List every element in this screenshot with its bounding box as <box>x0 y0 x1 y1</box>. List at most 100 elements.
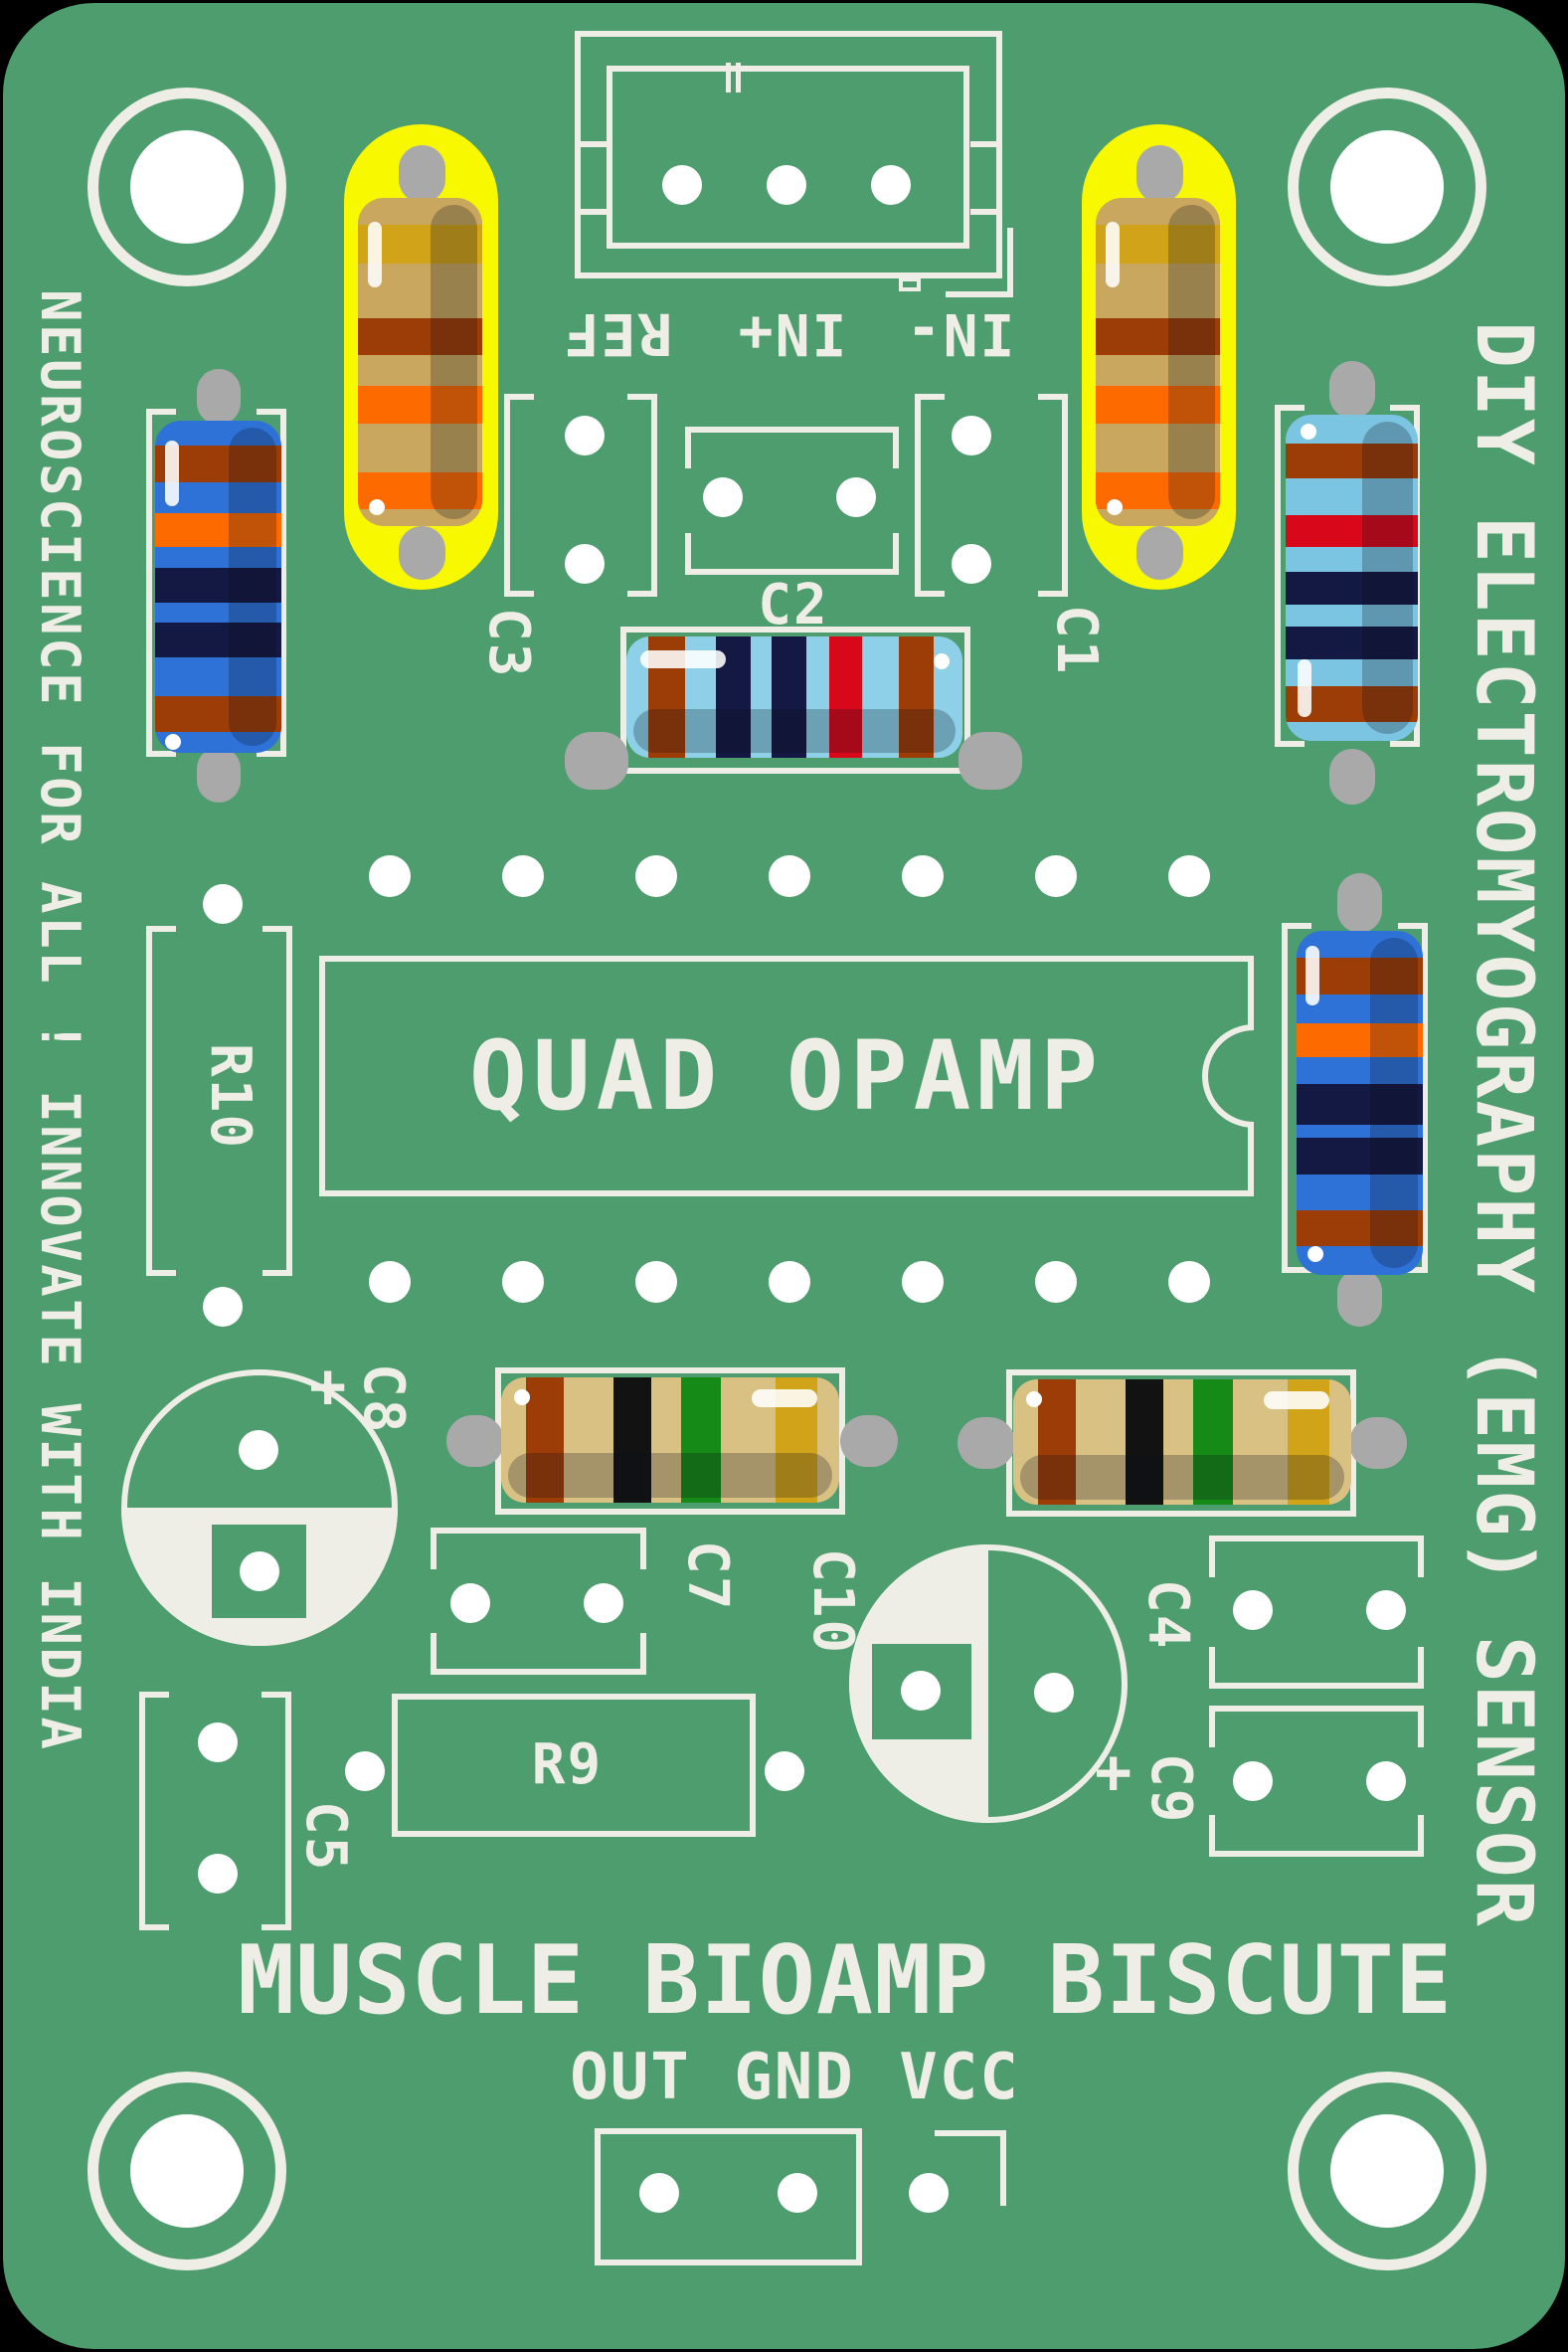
footprint-bracket-c2 <box>685 427 899 468</box>
resistor-lead <box>1349 1417 1407 1469</box>
footprint-bracket-r10 <box>146 926 176 1276</box>
pad-c7 <box>450 1583 490 1623</box>
pad-c1 <box>952 416 991 455</box>
mount-hole-ring-tl <box>87 88 286 286</box>
label-vcc: VCC <box>899 2041 1020 2114</box>
pad-r10 <box>203 884 243 924</box>
label-ref: REF <box>562 300 673 368</box>
ic-pin <box>635 1261 677 1303</box>
connector-mark <box>899 277 921 291</box>
pad-c10 <box>1034 1673 1074 1713</box>
label-in-plus: IN+ <box>736 300 847 368</box>
input-connector-outline-inner <box>607 66 969 249</box>
footprint-bracket-c7 <box>431 1528 646 1569</box>
footprint-bracket <box>146 409 176 757</box>
resistor-left-edge <box>155 421 281 753</box>
footprint-bracket-c4 <box>1209 1647 1424 1689</box>
resistor-right-middle <box>1297 931 1423 1275</box>
footprint-bracket-c5 <box>139 1692 169 1930</box>
resistor-lead <box>197 747 241 803</box>
pad-c3 <box>565 416 605 455</box>
mount-hole-ring-bl <box>87 2072 286 2270</box>
label-c3: C3 <box>476 608 541 679</box>
pad-c4 <box>1366 1590 1406 1630</box>
label-c9: C9 <box>1138 1753 1203 1825</box>
pad-vcc <box>909 2173 949 2213</box>
mount-hole-ring-tr <box>1288 88 1486 286</box>
pin1-bracket-v <box>1007 228 1013 297</box>
footprint-bracket-c3 <box>627 394 657 597</box>
resistor-lead <box>958 1417 1015 1469</box>
label-c7: C7 <box>675 1540 740 1612</box>
connector-polarity-tick <box>736 63 741 92</box>
footprint-bracket-c5 <box>261 1692 291 1930</box>
resistor-lead <box>399 145 445 203</box>
label-r9: R9 <box>531 1732 604 1797</box>
footprint-bracket-c4 <box>1209 1536 1424 1577</box>
label-c4: C4 <box>1135 1579 1200 1651</box>
ic-pin <box>635 855 677 897</box>
pin1-bracket-h <box>935 2130 1004 2136</box>
c8-plus-mark: + <box>309 1350 349 1422</box>
ic-pin <box>1168 1261 1210 1303</box>
resistor-lead <box>446 1415 504 1467</box>
resistor-highlighted-right <box>1096 198 1220 526</box>
pad-c2 <box>836 477 876 517</box>
pad-c9 <box>1366 1761 1406 1801</box>
resistor-lead <box>565 732 628 790</box>
resistor-bottom-right <box>1013 1379 1351 1505</box>
resistor-center <box>626 636 962 758</box>
resistor-lead <box>1136 145 1183 203</box>
resistor-bottom-left <box>501 1377 839 1503</box>
pad-in-plus <box>767 165 806 205</box>
board-title: MUSCLE BIOAMP BISCUTE <box>237 1926 1454 2036</box>
footprint-bracket-r10 <box>262 926 292 1276</box>
resistor-lead <box>840 1415 898 1467</box>
footprint-bracket-c3 <box>504 394 534 597</box>
label-c8: C8 <box>351 1363 416 1435</box>
ic-pin <box>1035 1261 1077 1303</box>
footprint-outline-r9 <box>392 1694 756 1837</box>
connector-polarity-tick <box>726 63 731 92</box>
pad-c1 <box>952 544 991 584</box>
pad-c5 <box>198 1854 238 1894</box>
footprint-bracket <box>1275 405 1305 747</box>
output-connector-outline <box>595 2128 862 2265</box>
footprint-bracket-c9 <box>1209 1706 1424 1747</box>
resistor-lead <box>1329 361 1375 419</box>
ic-pin <box>369 1261 411 1303</box>
label-c2: C2 <box>758 573 829 637</box>
resistor-highlighted-left <box>358 198 482 526</box>
ic-pin <box>502 1261 544 1303</box>
footprint-bracket-c9 <box>1209 1815 1424 1857</box>
label-r10: R10 <box>198 1043 262 1151</box>
pad-c7 <box>584 1583 623 1623</box>
pad-ref <box>662 165 702 205</box>
footprint-bracket-c2 <box>685 533 899 575</box>
mount-hole-tr <box>1330 130 1444 244</box>
footprint-bracket-c1 <box>915 394 945 597</box>
pad-c2 <box>703 477 743 517</box>
resistor-lead <box>1337 873 1382 933</box>
resistor-lead <box>197 369 241 425</box>
connector-divider <box>970 209 1002 215</box>
label-c10: C10 <box>800 1548 865 1656</box>
ic-pin <box>902 855 944 897</box>
ic-pin <box>769 1261 810 1303</box>
label-in-minus: IN- <box>904 300 1015 368</box>
pad-r10 <box>203 1287 243 1327</box>
ic-pin <box>902 1261 944 1303</box>
pad-c3 <box>565 544 605 584</box>
footprint-bracket <box>257 409 286 757</box>
ic-pin <box>502 855 544 897</box>
ic-pin <box>1168 855 1210 897</box>
pin1-bracket-h <box>946 291 1011 297</box>
footprint-bracket-c1 <box>1038 394 1068 597</box>
resistor-lead <box>958 732 1022 790</box>
pad-r9 <box>765 1751 804 1791</box>
pad-c8-plus <box>240 1551 279 1591</box>
resistor-lead <box>1136 526 1183 580</box>
connector-divider <box>575 141 607 147</box>
mount-hole-ring-br <box>1288 2072 1486 2270</box>
